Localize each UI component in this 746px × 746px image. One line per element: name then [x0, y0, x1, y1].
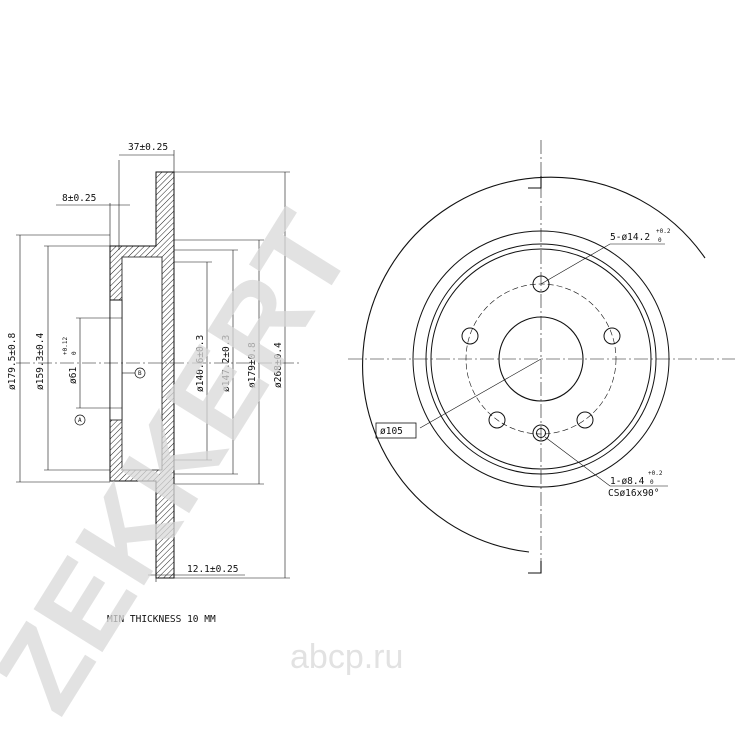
bolt-holes-tol-top: +0.2: [656, 228, 671, 235]
datum-b-label: B: [138, 370, 142, 377]
datum-a-label: A: [78, 417, 82, 424]
front-view: [348, 140, 735, 574]
dim-d-61-tol-top: +0.12: [62, 337, 69, 355]
dim-d-outer: ø179.5±0.8: [7, 333, 18, 390]
pin-hole-label: 1-ø8.4: [610, 476, 645, 487]
disc-outer-arc: [362, 176, 706, 553]
bolt-hole: [461, 327, 479, 345]
dim-d-61: ø61: [68, 367, 79, 384]
pcd-label: ø105: [380, 426, 403, 437]
pcd-label-box: [375, 422, 417, 439]
pin-hole: [532, 424, 550, 442]
section-view: [16, 150, 300, 582]
dim-thickness: 12.1±0.25: [187, 564, 238, 575]
bolt-holes-tol-bottom: 0: [658, 237, 662, 244]
site-watermark: abcp.ru: [290, 638, 403, 676]
dim-d-147: ø147.2±0.3: [221, 335, 232, 392]
dim-width-total: 37±0.25: [128, 142, 168, 153]
dim-d-179: ø179±0.8: [247, 342, 258, 388]
dim-d-61-tol-bottom: 0: [71, 351, 78, 355]
countersink-label: CSø16x90°: [608, 488, 659, 499]
dim-hat-offset: 8±0.25: [62, 193, 96, 204]
bolt-hole: [488, 411, 506, 429]
dim-d-159: ø159.3±0.4: [35, 333, 46, 390]
dim-d-268: ø268±0.4: [273, 342, 284, 388]
bolt-holes-label: 5-ø14.2: [610, 232, 650, 243]
min-thickness-note: MIN THICKNESS 10 MM: [107, 614, 216, 625]
bolt-hole: [603, 327, 621, 345]
bolt-hole: [576, 411, 594, 429]
datum-a-circle: [74, 414, 86, 426]
pin-hole-tol-top: +0.2: [648, 470, 663, 477]
pin-hole-tol-bottom: 0: [650, 479, 654, 486]
dim-d-140: ø140.6±0.3: [195, 335, 206, 392]
